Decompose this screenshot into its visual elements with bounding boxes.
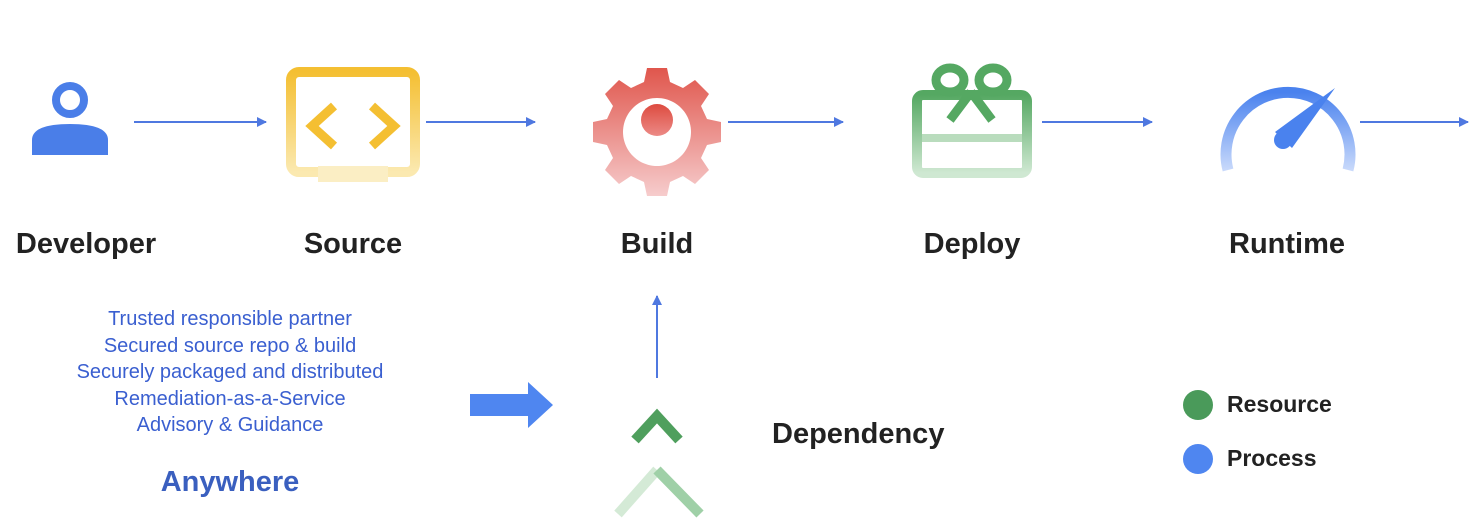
stage-label-build: Build — [620, 228, 694, 260]
build-gear-icon — [593, 68, 721, 196]
feature-item: Advisory & Guidance — [136, 414, 324, 437]
feature-item: Secured source repo & build — [103, 334, 357, 357]
feature-item: Remediation-as-a-Service — [114, 387, 346, 410]
legend-process-label: Process — [1227, 445, 1317, 471]
source-code-icon — [286, 67, 420, 182]
feature-item: Securely packaged and distributed — [76, 361, 384, 384]
block-arrow-icon — [470, 382, 553, 428]
anywhere-label: Anywhere — [160, 466, 300, 498]
feature-list: Trusted responsible partner Secured sour… — [30, 306, 430, 439]
legend-resource-label: Resource — [1227, 391, 1332, 417]
dependency-label: Dependency — [772, 418, 945, 450]
deploy-package-icon — [912, 63, 1032, 178]
stage-label-developer: Developer — [15, 228, 157, 260]
legend-resource-dot — [1183, 390, 1213, 420]
stage-label-runtime: Runtime — [1229, 228, 1345, 260]
legend-process-dot — [1183, 444, 1213, 474]
stage-label-deploy: Deploy — [923, 228, 1021, 260]
feature-item: Trusted responsible partner — [108, 308, 352, 330]
dependency-merge-icon — [614, 408, 704, 518]
flow-arrows — [134, 117, 1469, 378]
developer-icon — [32, 82, 108, 155]
runtime-gauge-icon — [1220, 86, 1356, 172]
stage-label-source: Source — [303, 228, 403, 260]
